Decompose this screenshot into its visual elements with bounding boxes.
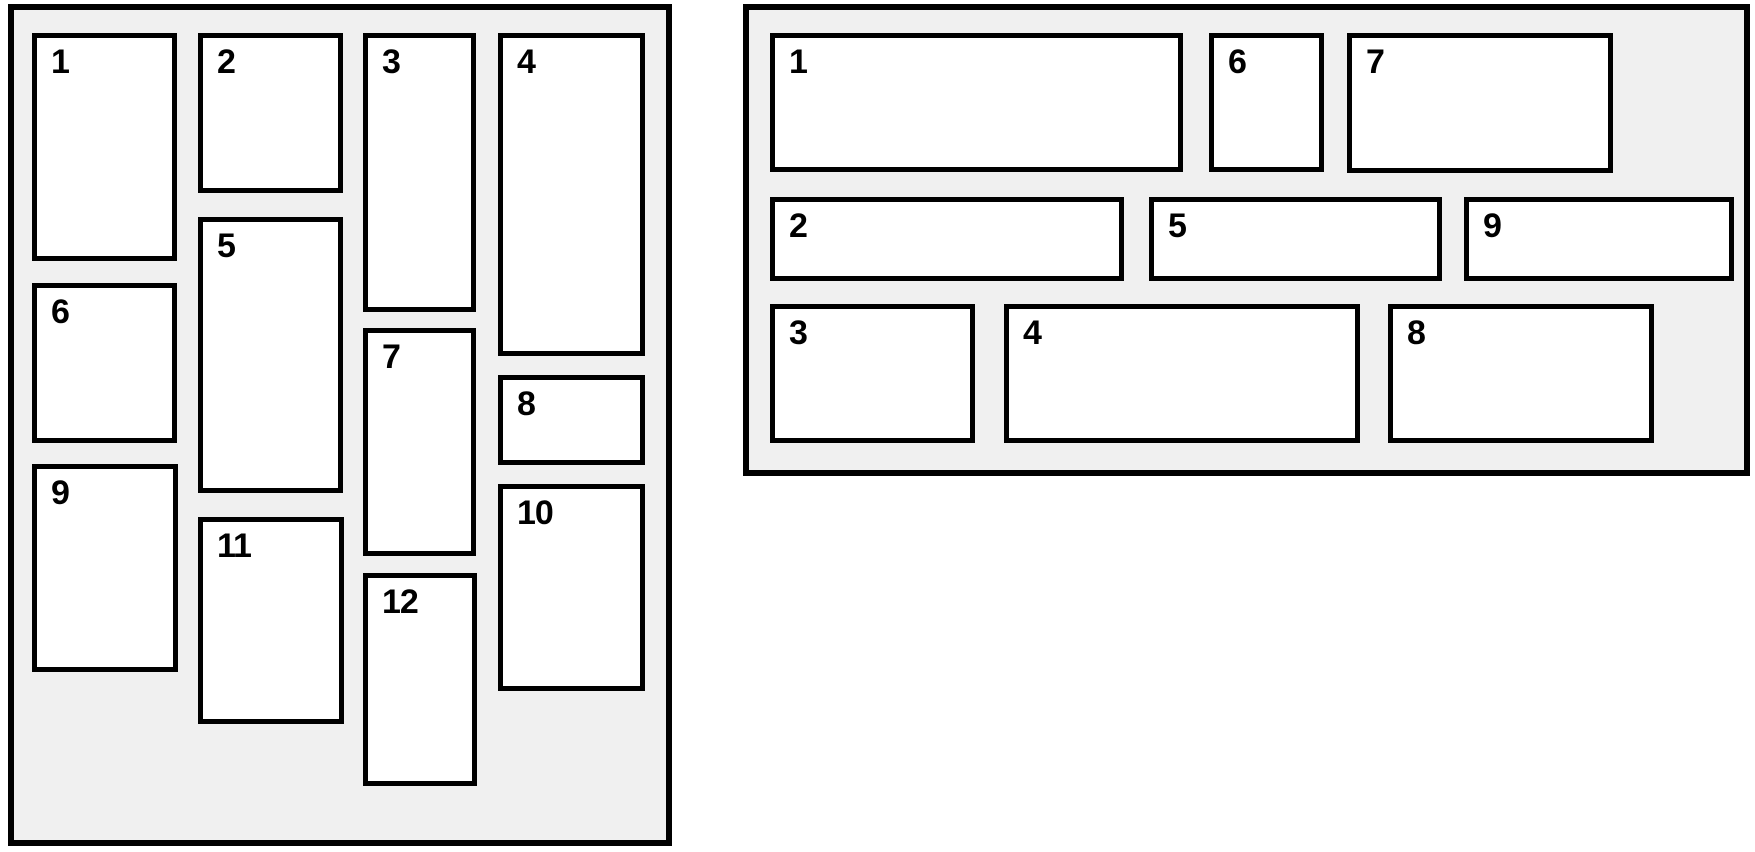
masonry-box-11: 11 — [198, 517, 344, 724]
masonry-box-7: 7 — [1347, 33, 1613, 173]
masonry-box-8: 8 — [498, 375, 645, 465]
box-number-label: 5 — [1168, 207, 1187, 245]
box-number-label: 4 — [1023, 314, 1042, 352]
masonry-box-4: 4 — [498, 33, 645, 356]
box-number-label: 3 — [789, 314, 808, 352]
masonry-box-9: 9 — [32, 464, 178, 672]
box-number-label: 9 — [1483, 207, 1502, 245]
masonry-box-8: 8 — [1388, 304, 1654, 443]
box-number-label: 1 — [51, 43, 70, 81]
masonry-box-6: 6 — [32, 283, 177, 443]
masonry-box-4: 4 — [1004, 304, 1360, 443]
box-number-label: 6 — [1228, 43, 1247, 81]
masonry-box-9: 9 — [1464, 197, 1734, 281]
masonry-box-5: 5 — [198, 217, 343, 493]
box-number-label: 4 — [517, 43, 536, 81]
masonry-box-2: 2 — [770, 197, 1124, 281]
box-number-label: 7 — [1366, 43, 1385, 81]
masonry-box-2: 2 — [198, 33, 343, 193]
masonry-box-1: 1 — [32, 33, 177, 261]
box-number-label: 5 — [217, 227, 236, 265]
box-number-label: 7 — [382, 338, 401, 376]
masonry-box-5: 5 — [1149, 197, 1442, 281]
box-number-label: 1 — [789, 43, 808, 81]
box-number-label: 3 — [382, 43, 401, 81]
masonry-box-6: 6 — [1209, 33, 1324, 172]
box-number-label: 2 — [789, 207, 808, 245]
box-number-label: 8 — [517, 385, 536, 423]
masonry-box-3: 3 — [363, 33, 476, 312]
masonry-box-1: 1 — [770, 33, 1183, 172]
masonry-box-10: 10 — [498, 484, 645, 691]
masonry-box-7: 7 — [363, 328, 476, 556]
box-number-label: 10 — [517, 494, 554, 532]
box-number-label: 2 — [217, 43, 236, 81]
box-number-label: 8 — [1407, 314, 1426, 352]
masonry-box-12: 12 — [363, 573, 477, 786]
box-number-label: 9 — [51, 474, 70, 512]
box-number-label: 11 — [217, 527, 252, 565]
box-number-label: 6 — [51, 293, 70, 331]
masonry-box-3: 3 — [770, 304, 975, 443]
box-number-label: 12 — [382, 583, 419, 621]
